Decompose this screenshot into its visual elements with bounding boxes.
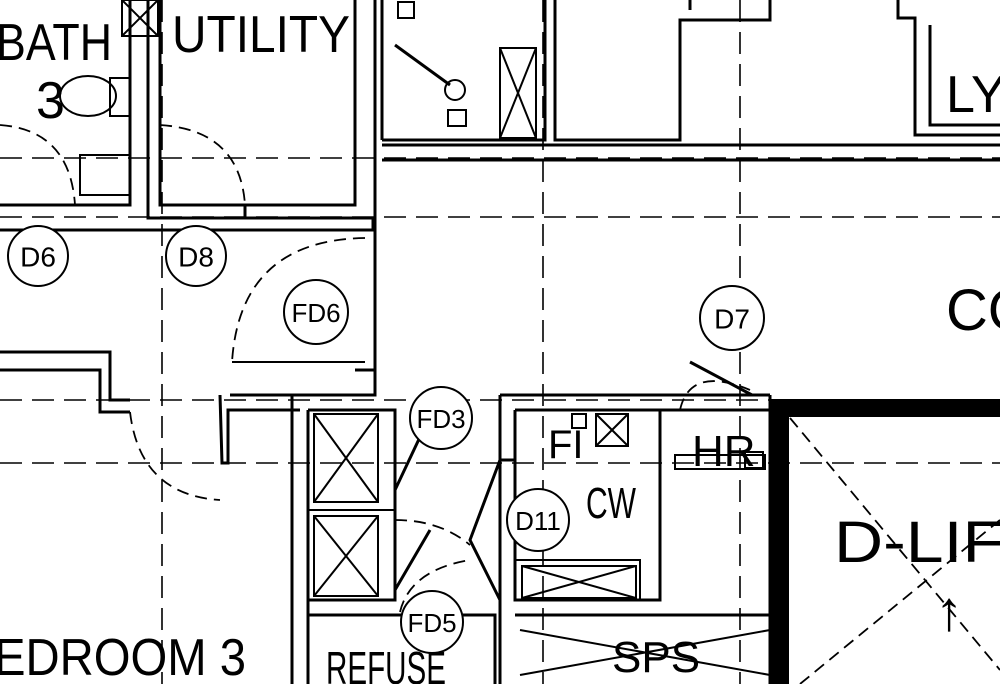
room-label-corridor: CO [946,278,1000,343]
door-tag-d11: D11 [506,488,570,552]
room-labels: BATH 3 UTILITY EDROOM 3 CO D-LIF REFUSE … [0,6,1000,684]
bath-fixtures [59,1,766,470]
svg-text:FD5: FD5 [407,608,456,638]
room-label-cw: CW [586,479,636,528]
door-tag-fd5: FD5 [400,590,464,654]
svg-text:D6: D6 [20,242,56,273]
door-tag-d7: D7 [699,285,765,351]
svg-text:D7: D7 [714,304,750,335]
door-tags: D6 D8 FD6 D7 FD3 D11 FD5 [7,225,765,654]
door-tag-d8: D8 [165,225,227,287]
room-label-sps: SPS [612,633,700,682]
room-label-bath: BATH [0,14,112,72]
door-tag-fd6: FD6 [283,279,349,345]
door-leaves [393,419,515,601]
room-label-ly: LY [946,66,1000,124]
room-label-fi: FI [548,423,584,467]
room-label-bedroom: EDROOM 3 [0,629,246,684]
svg-text:FD6: FD6 [291,298,340,328]
lift-core-wall [771,399,1000,684]
svg-text:D11: D11 [515,506,561,536]
room-label-utility: UTILITY [172,6,350,64]
shaft-boxes [121,0,771,676]
lift-shaft-cross [789,417,1000,684]
svg-text:FD3: FD3 [416,404,465,434]
room-label-hr: HR [692,427,756,476]
door-tag-fd3: FD3 [409,386,473,450]
svg-text:D8: D8 [178,242,214,273]
room-label-bath-number: 3 [36,72,65,130]
door-swings [0,124,753,613]
lift-direction-arrow: ↑ [935,579,963,642]
room-label-lift: D-LIF [834,510,1000,575]
door-tag-d6: D6 [7,225,69,287]
